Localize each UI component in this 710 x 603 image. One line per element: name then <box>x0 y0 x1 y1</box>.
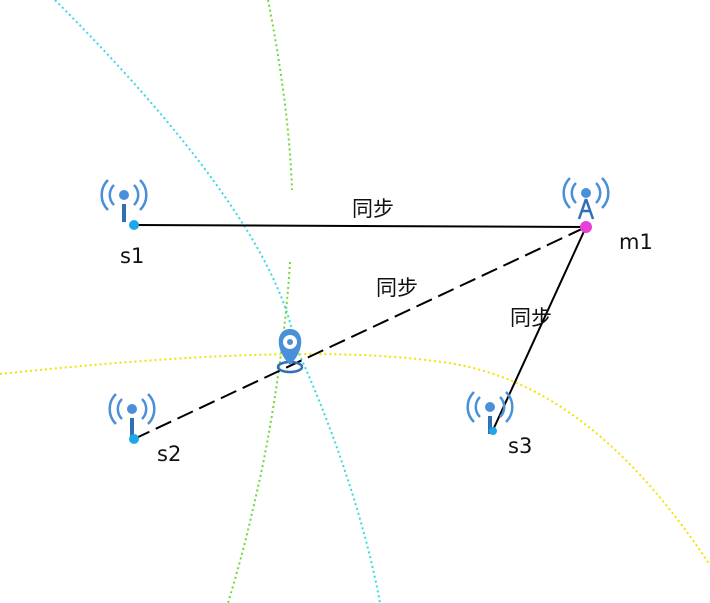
node-dot <box>489 427 497 435</box>
node-s3[interactable] <box>466 391 514 435</box>
node-s2[interactable] <box>108 393 156 444</box>
sensor-icon <box>100 179 148 222</box>
master-tower-icon <box>562 177 610 220</box>
link-s2-m1 <box>133 226 587 440</box>
node-label-s1: s1 <box>120 244 144 268</box>
cyan-hyperbola-curve <box>54 0 381 603</box>
node-s1[interactable] <box>100 179 148 230</box>
link-label-s1-m1: 同步 <box>352 197 394 221</box>
node-m1[interactable] <box>562 177 610 233</box>
link-s1-m1 <box>133 224 587 228</box>
yellow-hyperbola-curve <box>0 353 710 566</box>
sensor-icon <box>108 393 156 436</box>
link-label-s2-m1: 同步 <box>376 276 418 300</box>
sensor-icon <box>466 391 514 434</box>
node-label-s3: s3 <box>508 434 532 458</box>
node-dot <box>129 434 139 444</box>
target-location[interactable] <box>276 329 304 374</box>
node-label-s2: s2 <box>157 442 181 466</box>
master-dot <box>580 221 592 233</box>
green-hyperbola-curve-upper <box>267 0 293 191</box>
node-dot <box>129 220 139 230</box>
green-hyperbola-curve-lower <box>227 261 291 603</box>
location-pin-icon <box>276 329 304 374</box>
link-label-s3-m1: 同步 <box>510 306 552 330</box>
node-label-m1: m1 <box>619 230 653 254</box>
